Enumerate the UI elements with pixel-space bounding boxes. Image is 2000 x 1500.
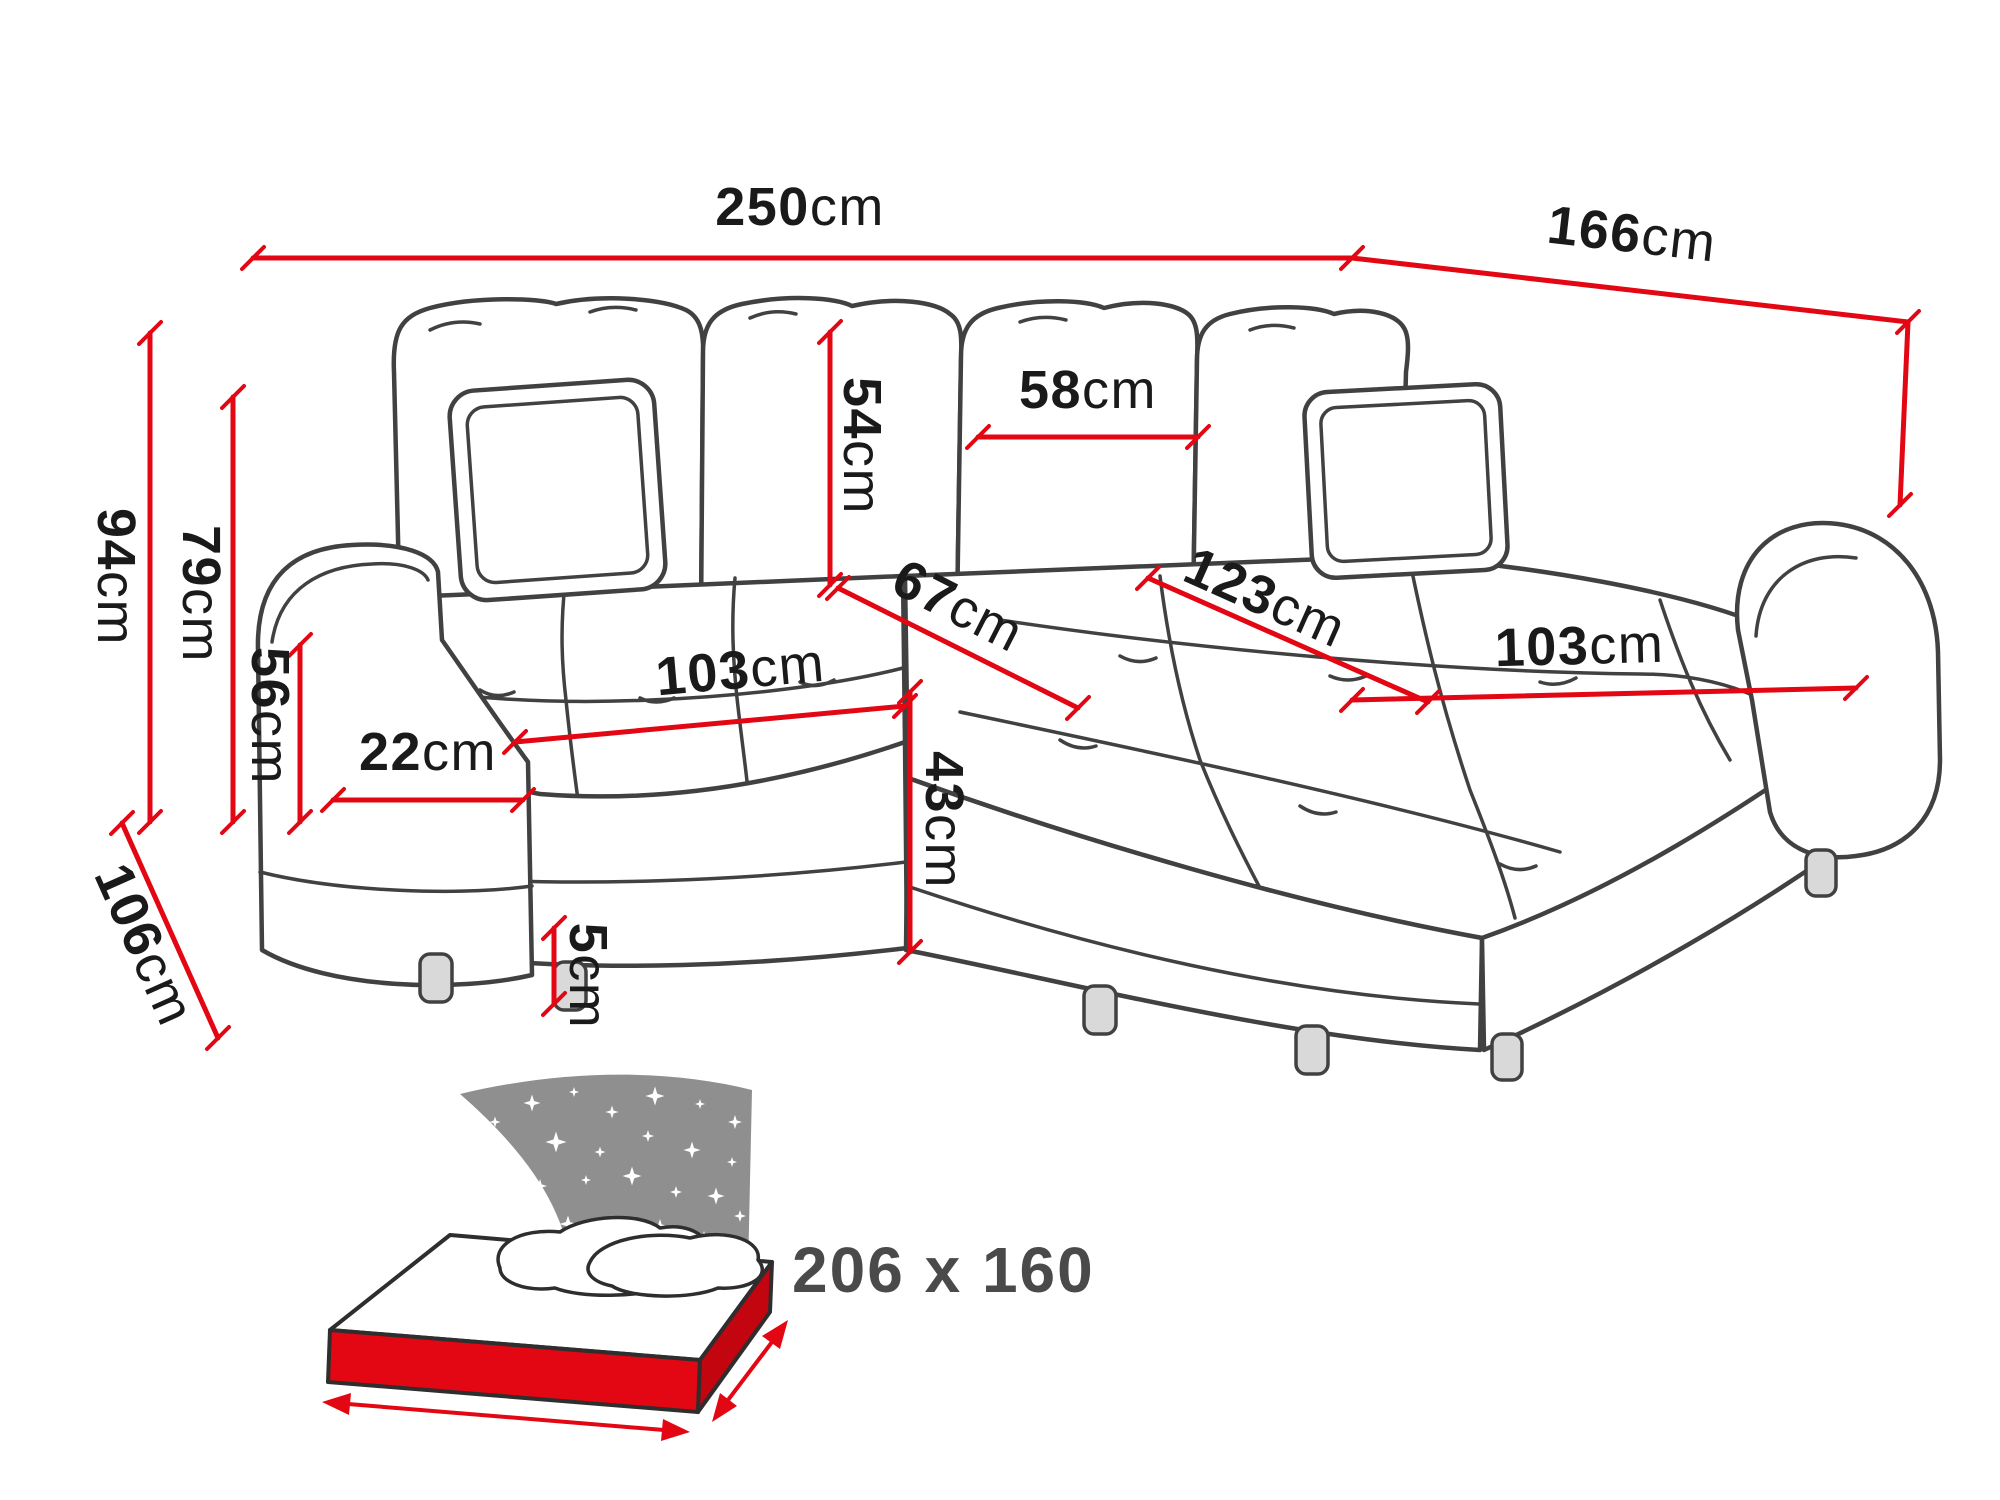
dim-leg-height-label: 5cm (558, 923, 618, 1030)
chaise-front-left-face (903, 775, 1485, 1053)
dim-overall-height: 94cm (86, 320, 163, 835)
backrest-wrinkles (428, 305, 1296, 332)
dim-armrest-width-label: 22cm (359, 722, 497, 782)
dim-chaise-depth: 166cm (1349, 195, 1921, 518)
dim-armrest-height: 56cm (240, 632, 313, 835)
dim-back-cushion-height: 54cm (817, 319, 892, 598)
width-arrow (322, 1393, 690, 1441)
backrest-cushion-3 (954, 298, 1200, 618)
sofa-leg (1294, 1024, 1330, 1076)
depth-arrow (712, 1320, 788, 1422)
dim-overall-width-label: 250cm (715, 177, 885, 237)
sleeping-area-icon (322, 1074, 788, 1441)
dim-overall-width: 250cm (240, 177, 1365, 271)
dim-right-seat-width-label: 103cm (1494, 614, 1665, 678)
sofa-legs (418, 848, 1838, 1082)
armrest-right-roll-line (1754, 554, 1858, 638)
dim-seat-height-label: 43cm (914, 751, 974, 889)
armrest-left-base-seam (258, 870, 534, 894)
dim-left-seat-width-label: 103cm (653, 633, 827, 708)
throw-pillow-left (447, 377, 668, 603)
dim-backrest-height-label: 79cm (171, 525, 231, 663)
mattress-right-face (696, 1260, 774, 1414)
dim-left-seat-width: 103cm (502, 633, 918, 755)
dim-overall-height-label: 94cm (86, 508, 146, 646)
quilt-pinch-marks (478, 654, 1578, 872)
dim-back-cushion-height-label: 54cm (832, 377, 892, 515)
dim-leg-height: 5cm (541, 915, 618, 1030)
dim-armrest-height-label: 56cm (240, 647, 300, 785)
sofa-leg (1804, 848, 1838, 898)
dim-backrest-height: 79cm (171, 384, 246, 835)
dim-back-cushion-width: 58cm (965, 360, 1211, 450)
dim-seat-height: 43cm (897, 679, 974, 965)
dim-side-depth-label: 106cm (83, 855, 207, 1034)
armrest-left-roll-line (270, 561, 430, 644)
dim-side-depth: 106cm (83, 810, 231, 1051)
sofa-leg (418, 952, 454, 1004)
throw-pillow-right (1302, 381, 1510, 581)
chaise-quilt-seams (958, 560, 1822, 920)
dim-right-seat-width: 103cm (1339, 614, 1869, 713)
sofa-leg (1490, 1032, 1524, 1082)
sofa-drawing (255, 295, 1943, 1082)
dim-armrest-width: 22cm (320, 722, 536, 813)
dim-back-cushion-width-label: 58cm (1019, 360, 1157, 420)
sleeping-area-size: 206 x 160 (792, 1234, 1095, 1306)
chaise-front-left-seam (905, 884, 1481, 1006)
dim-chaise-depth-label: 166cm (1544, 195, 1719, 274)
bed-pillow-right (586, 1232, 765, 1298)
sofa-leg (1082, 984, 1118, 1036)
